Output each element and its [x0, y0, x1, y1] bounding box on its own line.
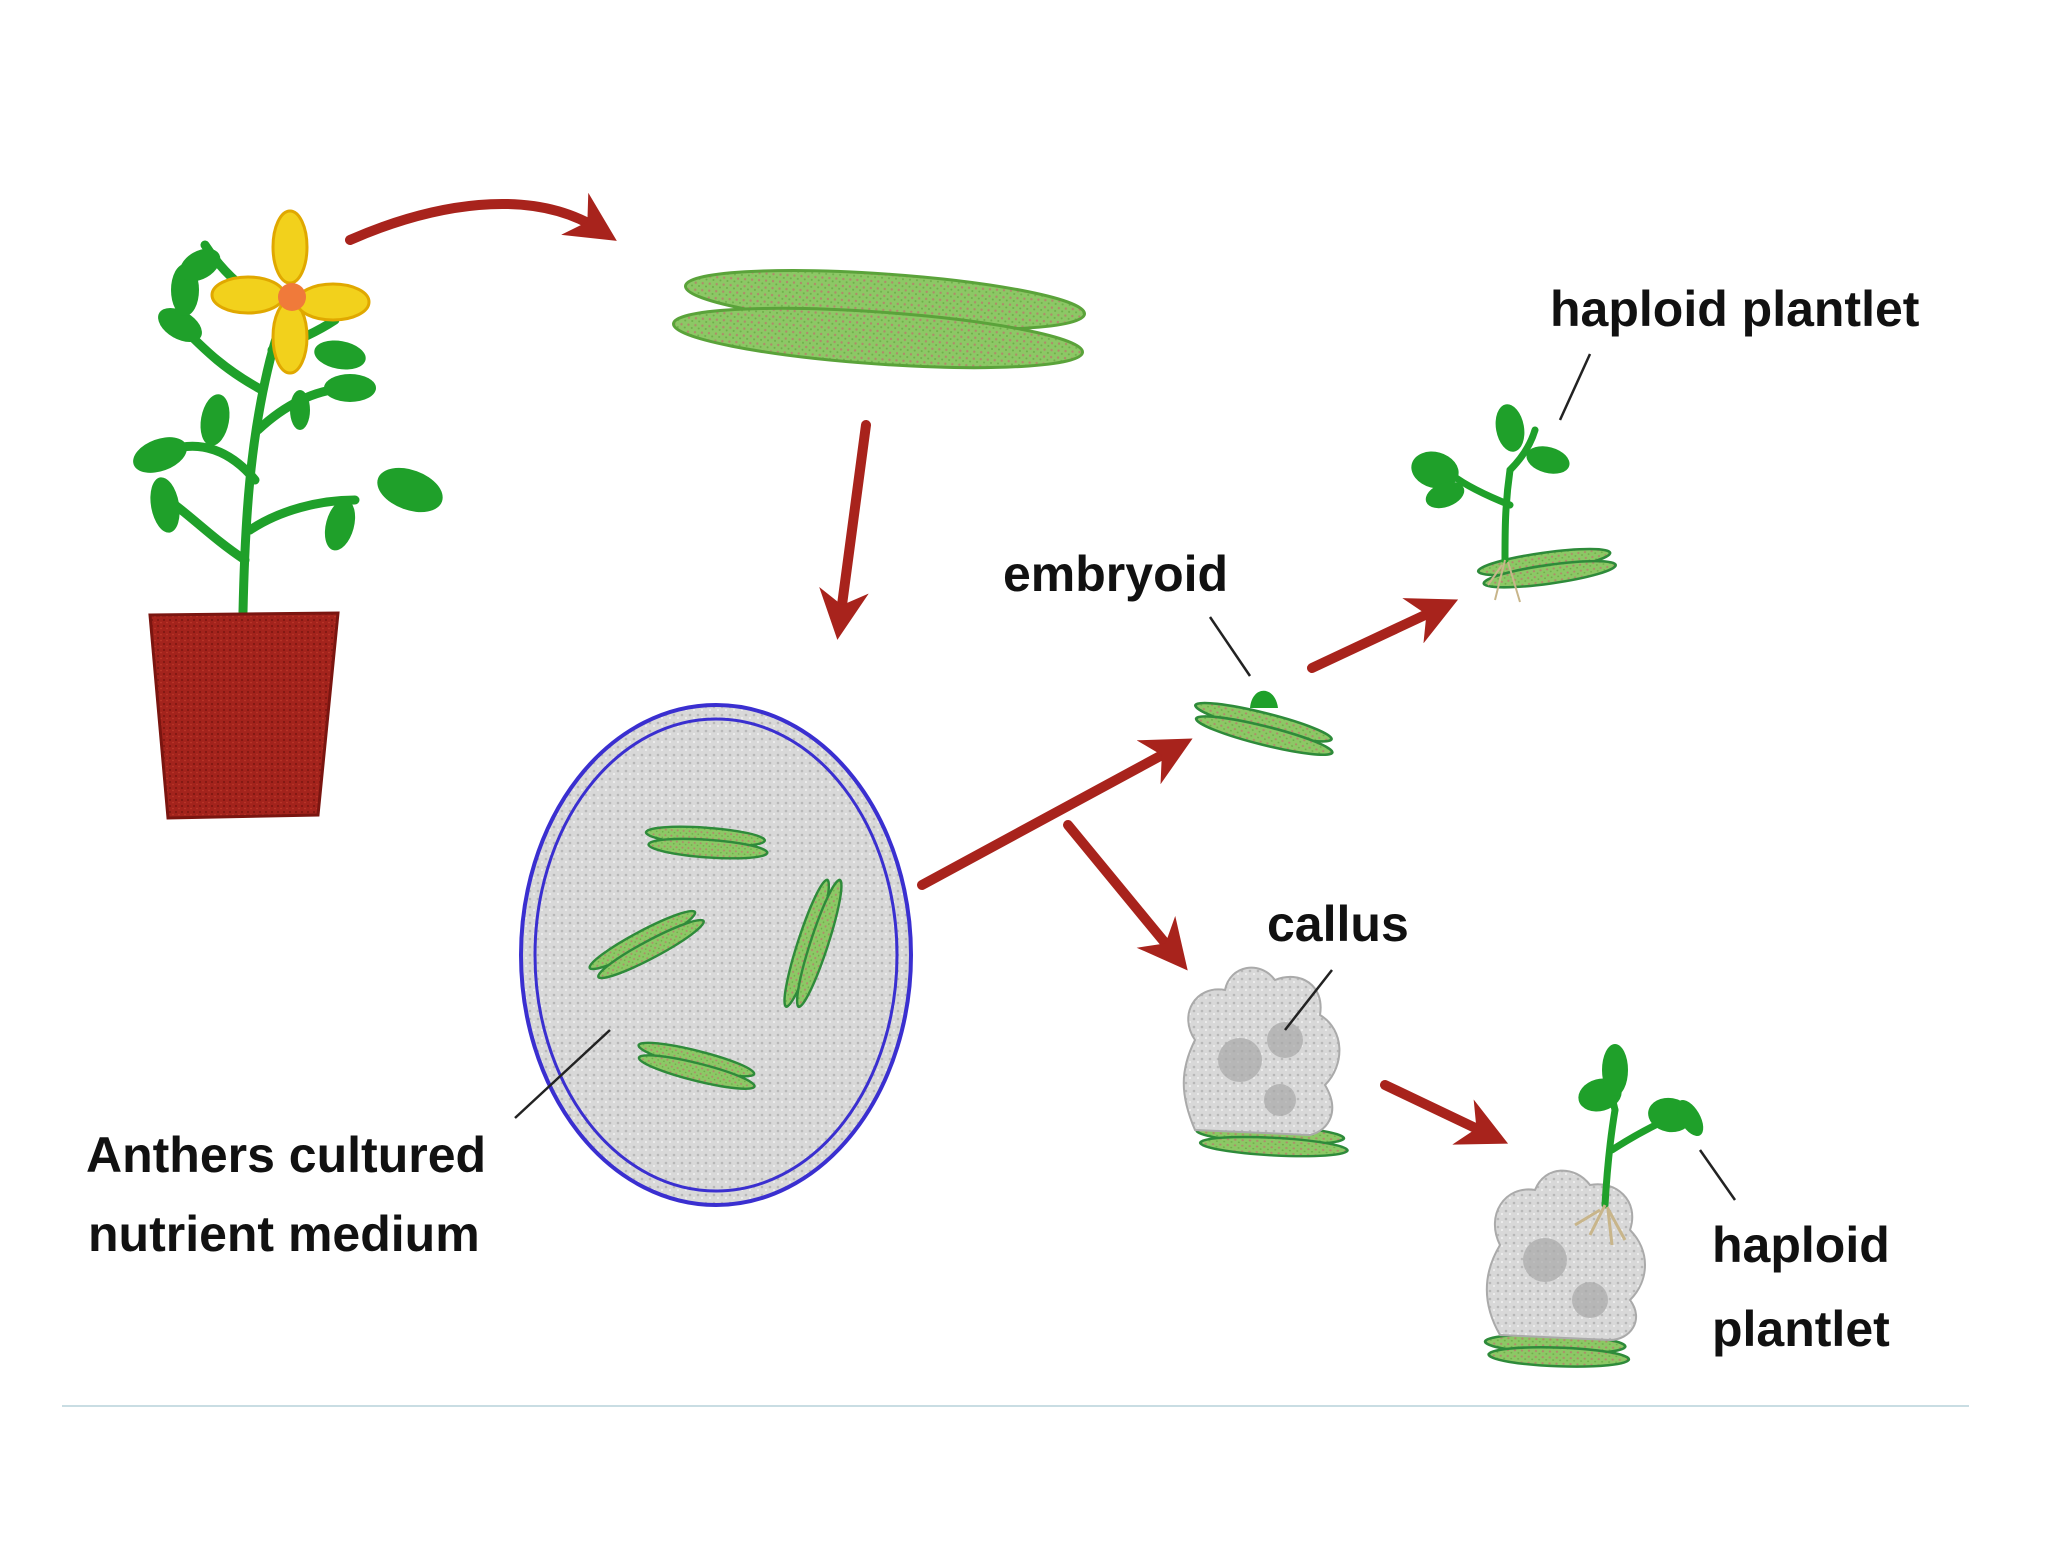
label-haploid-line2: plantlet: [1712, 1301, 1890, 1357]
arrow-icon: [345, 192, 617, 245]
label-anthers-line2: nutrient medium: [88, 1206, 480, 1262]
arrow-icon: [819, 420, 871, 640]
arrow-icon: [917, 738, 1193, 890]
arrow-icon: [1307, 598, 1459, 673]
petri-dish-icon: [519, 703, 913, 1207]
leader-line: [1698, 1149, 1737, 1201]
plantlet-icon: [1411, 404, 1619, 603]
callus-icon: [1182, 966, 1350, 1161]
anther-icon: [671, 269, 1087, 370]
leader-lines: [514, 353, 1737, 1201]
label-callus: callus: [1267, 896, 1409, 952]
leader-line: [514, 1029, 611, 1119]
label-embryoid: embryoid: [1003, 546, 1228, 602]
leader-line: [1558, 353, 1592, 421]
flower-icon: [210, 209, 371, 375]
leader-line: [1208, 616, 1252, 677]
arrow-icon: [1380, 1080, 1509, 1145]
bottom-divider: [62, 1405, 1969, 1407]
label-haploid-line1: haploid: [1712, 1217, 1890, 1273]
leader-line: [1284, 969, 1333, 1031]
plantlet-icon: [1482, 1044, 1704, 1371]
flowering-plant-icon: [133, 209, 443, 617]
embryoid-icon: [1188, 690, 1339, 764]
label-haploid-plantlet-top: haploid plantlet: [1550, 281, 1920, 337]
flower-pot-icon: [148, 611, 340, 820]
process-arrows: [345, 192, 1509, 1145]
arrow-icon: [1063, 820, 1188, 971]
labels: haploid plantlet embryoid callus Anthers…: [86, 281, 1920, 1357]
label-anthers-line1: Anthers cultured: [86, 1127, 486, 1183]
